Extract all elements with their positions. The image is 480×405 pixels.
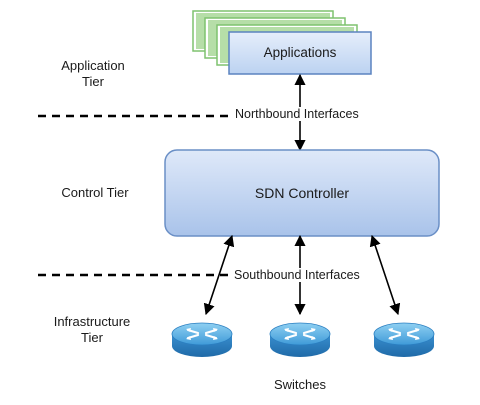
infrastructure-tier-label: Infrastructure Tier xyxy=(40,314,144,346)
switch-right-router-icon xyxy=(373,322,435,357)
southbound-interfaces-label: Southbound Interfaces xyxy=(232,268,362,282)
applications-box xyxy=(228,31,372,75)
applications-label: Applications xyxy=(263,45,337,60)
sdn-controller-label: SDN Controller xyxy=(254,185,350,201)
control-tier-line-1: Control Tier xyxy=(61,185,129,200)
northbound-interfaces-label: Northbound Interfaces xyxy=(233,107,361,121)
southbound-arrow-right xyxy=(369,234,401,316)
applications-stack xyxy=(192,10,372,75)
infrastructure-tier-line-2: Tier xyxy=(81,330,103,345)
application-tier-line-2: Tier xyxy=(82,74,104,89)
application-tier-label: Application Tier xyxy=(48,58,138,90)
southbound-arrow-left xyxy=(203,234,235,316)
control-tier-label: Control Tier xyxy=(45,185,145,201)
infrastructure-tier-line-1: Infrastructure xyxy=(53,314,131,329)
switch-center-router-icon xyxy=(269,322,331,357)
switches-label: Switches xyxy=(273,377,327,392)
application-tier-line-1: Application xyxy=(61,58,125,73)
switch-left-router-icon xyxy=(171,322,233,357)
